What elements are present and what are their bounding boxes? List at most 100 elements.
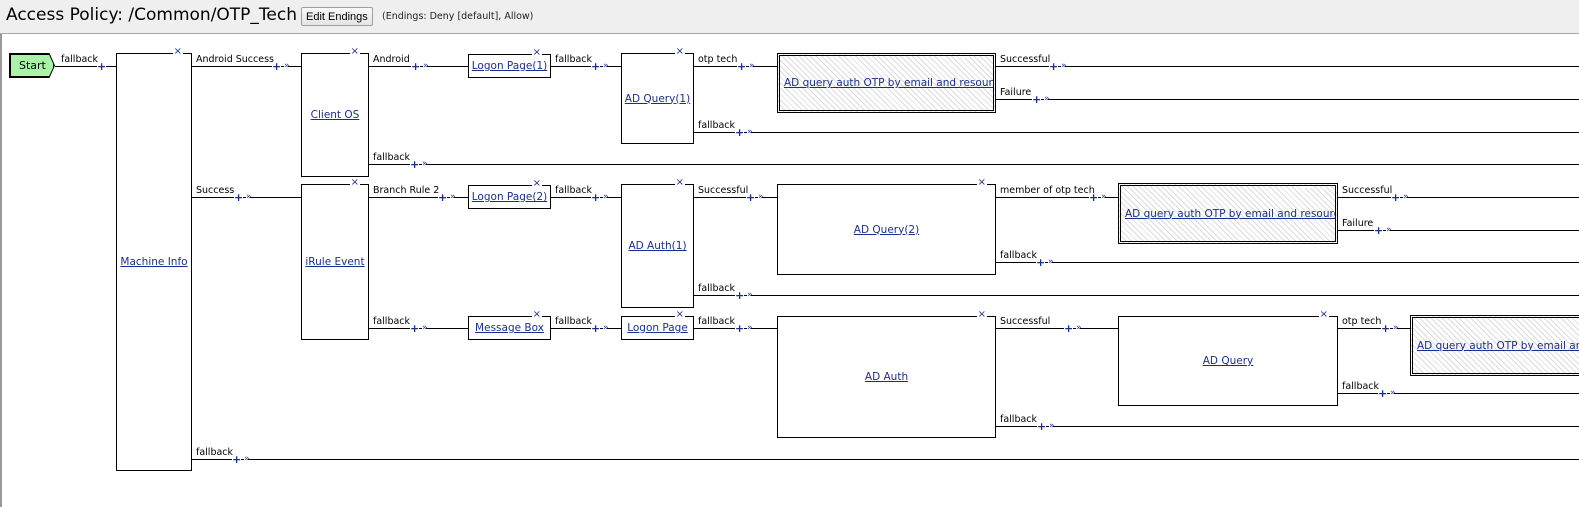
add-item-icon[interactable]: +	[1049, 60, 1059, 73]
add-item-icon[interactable]: +	[591, 191, 601, 204]
add-item-icon[interactable]: +	[1089, 191, 1099, 204]
goto-ending-icon[interactable]: »	[450, 192, 455, 202]
macro-otp-3-link[interactable]: AD query auth OTP by email and resources	[1417, 339, 1579, 352]
branch-label-adq-otp-tech: otp tech	[1342, 316, 1382, 327]
delete-icon[interactable]: ×	[674, 309, 685, 320]
goto-ending-icon[interactable]: »	[1076, 323, 1081, 333]
goto-ending-icon[interactable]: »	[747, 290, 752, 300]
branch-label-adq2-fallback: fallback	[1000, 250, 1038, 261]
logon-page-link[interactable]: Logon Page	[627, 322, 688, 334]
goto-ending-icon[interactable]: »	[603, 323, 608, 333]
goto-ending-icon[interactable]: »	[749, 61, 754, 71]
add-item-icon[interactable]: +	[1391, 191, 1401, 204]
logon-page-1-link[interactable]: Logon Page(1)	[471, 60, 548, 72]
add-item-icon[interactable]: +	[735, 126, 745, 139]
add-item-icon[interactable]: +	[1036, 256, 1046, 269]
goto-ending-icon[interactable]: »	[284, 61, 289, 71]
policy-canvas: Start × Machine Info × Client OS × iRule…	[0, 34, 1579, 507]
delete-icon[interactable]: ×	[172, 46, 183, 57]
add-item-icon[interactable]: +	[410, 322, 420, 335]
delete-icon[interactable]: ×	[958, 56, 969, 58]
ad-query-link[interactable]: AD Query	[1202, 355, 1254, 367]
goto-ending-icon[interactable]: »	[1049, 421, 1054, 431]
add-item-icon[interactable]: +	[737, 60, 747, 73]
node-irule-event: × iRule Event	[301, 178, 369, 340]
add-item-icon[interactable]: +	[1032, 93, 1042, 106]
branch-label-start-fallback: fallback	[61, 54, 99, 65]
logon-page-2-link[interactable]: Logon Page(2)	[471, 191, 548, 203]
goto-ending-icon[interactable]: »	[1048, 257, 1053, 267]
ad-auth-link[interactable]: AD Auth	[864, 371, 909, 383]
add-item-icon[interactable]: +	[1381, 322, 1391, 335]
goto-ending-icon[interactable]: »	[1393, 323, 1398, 333]
branch-label-m1-failure: Failure	[1000, 87, 1032, 98]
ad-query-1-link[interactable]: AD Query(1)	[624, 92, 691, 105]
add-item-icon[interactable]: +	[234, 191, 244, 204]
node-ad-auth-1: × AD Auth(1)	[621, 178, 694, 308]
add-item-icon[interactable]: +	[1064, 322, 1074, 335]
ad-query-2-link[interactable]: AD Query(2)	[853, 223, 920, 236]
branch-label-ada1-successful: Successful	[698, 185, 749, 196]
irule-event-link[interactable]: iRule Event	[305, 256, 365, 268]
add-item-icon[interactable]: +	[746, 191, 756, 204]
delete-icon[interactable]: ×	[1300, 186, 1311, 188]
node-client-os: × Client OS	[301, 47, 369, 177]
add-item-icon[interactable]: +	[591, 60, 601, 73]
add-item-icon[interactable]: +	[272, 60, 282, 73]
goto-ending-icon[interactable]: »	[603, 61, 608, 71]
branch-label-m2-successful: Successful	[1342, 185, 1393, 196]
goto-ending-icon[interactable]: »	[1101, 192, 1106, 202]
delete-icon[interactable]: ×	[674, 46, 685, 57]
goto-ending-icon[interactable]: »	[603, 192, 608, 202]
goto-ending-icon[interactable]: »	[1061, 61, 1066, 71]
goto-ending-icon[interactable]: »	[422, 323, 427, 333]
goto-ending-icon[interactable]: »	[246, 192, 251, 202]
delete-icon[interactable]: ×	[531, 47, 542, 58]
add-item-icon[interactable]: +	[1037, 420, 1047, 433]
message-box-link[interactable]: Message Box	[475, 322, 544, 334]
goto-ending-icon[interactable]: »	[1390, 388, 1395, 398]
branch-label-mi-android-success: Android Success	[196, 54, 274, 65]
delete-icon[interactable]: ×	[531, 178, 542, 189]
delete-icon[interactable]: ×	[1318, 309, 1329, 320]
delete-icon[interactable]: ×	[349, 46, 360, 57]
goto-ending-icon[interactable]: »	[758, 192, 763, 202]
ad-auth-1-link[interactable]: AD Auth(1)	[628, 240, 687, 252]
goto-ending-icon[interactable]: »	[422, 159, 427, 169]
add-item-icon[interactable]: +	[410, 158, 420, 171]
page-title: Access Policy: /Common/OTP_Tech	[6, 5, 298, 25]
add-item-icon[interactable]: +	[735, 289, 745, 302]
delete-icon[interactable]: ×	[674, 177, 685, 188]
add-item-icon[interactable]: +	[1374, 224, 1384, 237]
add-item-icon[interactable]: +	[232, 453, 242, 466]
node-macro-otp-1: × AD query auth OTP by email and resourc…	[777, 53, 996, 113]
add-item-icon[interactable]: +	[735, 322, 745, 335]
delete-icon[interactable]: ×	[976, 309, 987, 320]
start-node: Start	[10, 54, 54, 77]
add-item-icon[interactable]: +	[438, 191, 448, 204]
add-item-icon[interactable]: +	[1378, 387, 1388, 400]
edit-endings-button[interactable]: Edit Endings	[301, 7, 373, 26]
branch-label-cos-fallback: fallback	[373, 152, 411, 163]
goto-ending-icon[interactable]: »	[747, 127, 752, 137]
delete-icon[interactable]: ×	[531, 309, 542, 320]
goto-ending-icon[interactable]: »	[747, 323, 752, 333]
add-item-icon[interactable]: +	[97, 60, 107, 73]
macro-otp-2-link[interactable]: AD query auth OTP by email and resources	[1125, 207, 1338, 220]
goto-ending-icon[interactable]: »	[423, 61, 428, 71]
node-ad-query: × AD Query	[1118, 310, 1338, 406]
policy-header: Access Policy: /Common/OTP_Tech Edit End…	[0, 0, 1579, 34]
client-os-link[interactable]: Client OS	[310, 109, 360, 121]
goto-ending-icon[interactable]: »	[1386, 225, 1391, 235]
goto-ending-icon[interactable]: »	[1044, 94, 1049, 104]
delete-icon[interactable]: ×	[349, 177, 360, 188]
delete-icon[interactable]: ×	[976, 177, 987, 188]
node-logon-page-2: × Logon Page(2)	[468, 179, 551, 209]
goto-ending-icon[interactable]: »	[244, 454, 249, 464]
goto-ending-icon[interactable]: »	[1403, 192, 1408, 202]
add-item-icon[interactable]: +	[591, 322, 601, 335]
machine-info-link[interactable]: Machine Info	[120, 256, 188, 268]
branch-label-ire-branch-rule-2: Branch Rule 2	[373, 185, 440, 196]
add-item-icon[interactable]: +	[411, 60, 421, 73]
macro-otp-1-link[interactable]: AD query auth OTP by email and resources	[784, 77, 996, 89]
